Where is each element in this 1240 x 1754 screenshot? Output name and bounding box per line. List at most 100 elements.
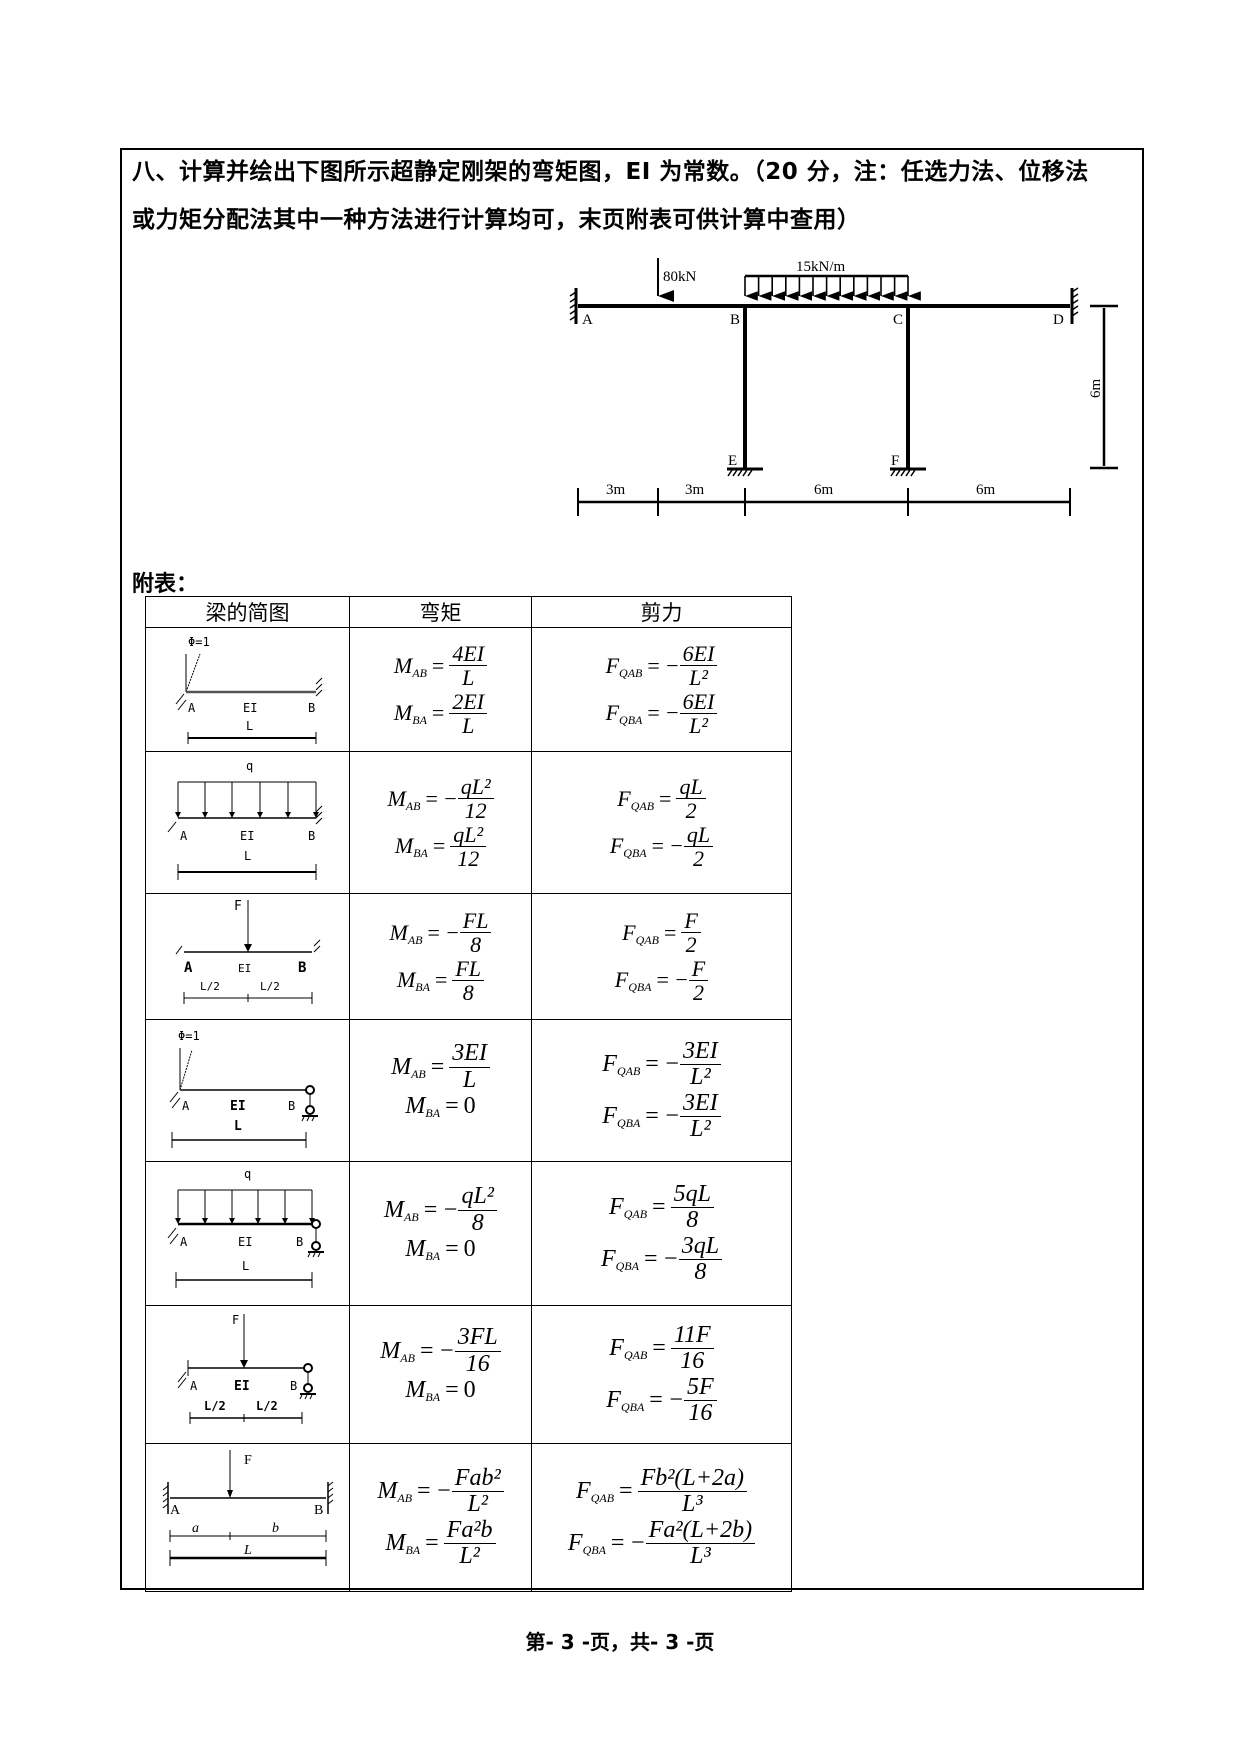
svg-text:B: B (290, 1379, 297, 1393)
svg-text:EI: EI (243, 701, 257, 715)
node-label-b: B (730, 312, 740, 328)
appendix-title: 附表： (132, 572, 199, 597)
svg-text:F: F (234, 899, 242, 914)
svg-text:A: A (182, 1099, 190, 1113)
page-number-footer: 第- 3 -页，共- 3 -页 (525, 1630, 715, 1654)
svg-text:L: L (244, 849, 251, 863)
svg-text:3m: 3m (606, 482, 626, 498)
fixed-support-a-icon (569, 288, 578, 324)
svg-text:L: L (246, 719, 253, 733)
svg-text:B: B (288, 1099, 295, 1113)
fixed-fixed-udl-beam-icon: q A EI B L (167, 759, 322, 880)
fixed-fixed-point-load-beam-icon: F A EI B L/2 L/2 (175, 899, 320, 1004)
svg-text:b: b (272, 1521, 279, 1536)
svg-text:B: B (314, 1503, 323, 1518)
fixed-support-e-icon (727, 467, 763, 477)
svg-text:L: L (242, 1259, 249, 1273)
svg-text:Φ=1: Φ=1 (178, 1029, 200, 1043)
fixed-fixed-eccentric-load-beam-icon: F A B a b L (162, 1450, 333, 1566)
svg-text:A: A (190, 1379, 198, 1393)
svg-text:B: B (308, 701, 315, 715)
beam-diagram-cell: Φ=1 A EI B L (145, 1019, 350, 1162)
svg-text:q: q (246, 759, 253, 773)
vertical-dimension-line (1090, 304, 1118, 470)
header-moment: 弯矩 (349, 596, 532, 628)
svg-text:15kN/m: 15kN/m (796, 259, 846, 275)
svg-text:F: F (232, 1313, 239, 1327)
svg-text:L/2: L/2 (204, 1399, 226, 1413)
svg-text:a: a (192, 1521, 199, 1536)
svg-text:EI: EI (230, 1099, 246, 1114)
header-beam-diagram: 梁的简图 (145, 596, 350, 628)
node-label-c: C (893, 312, 903, 328)
table-header-row: 梁的简图 弯矩 剪力 (145, 596, 792, 628)
svg-text:L: L (243, 1543, 252, 1558)
svg-text:6m: 6m (1088, 379, 1104, 399)
svg-text:EI: EI (238, 1235, 252, 1249)
beam-diagram-cell: F A EI B L/2 L/2 (145, 1305, 350, 1444)
svg-text:3m: 3m (685, 482, 705, 498)
svg-text:A: A (188, 701, 196, 715)
svg-text:A: A (170, 1503, 181, 1518)
svg-text:B: B (308, 829, 315, 843)
beam-diagram-cell: q A EI B L (145, 1161, 350, 1306)
fixed-support-d-icon (1070, 287, 1079, 324)
svg-text:F: F (244, 1453, 252, 1468)
svg-text:EI: EI (238, 962, 251, 975)
svg-text:6m: 6m (814, 482, 834, 498)
svg-text:EI: EI (240, 829, 254, 843)
header-shear: 剪力 (531, 596, 792, 628)
beam-diagram-cell: q A EI B L (145, 751, 350, 894)
question-text-line2: 或力矩分配法其中一种方法进行计算均可，末页附表可供计算中查用） (132, 207, 861, 233)
svg-text:6m: 6m (976, 482, 996, 498)
svg-text:A: A (180, 1235, 188, 1249)
beam-diagram-cell: F A B a b L (145, 1443, 350, 1592)
svg-text:EI: EI (234, 1379, 250, 1394)
svg-text:B: B (296, 1235, 303, 1249)
